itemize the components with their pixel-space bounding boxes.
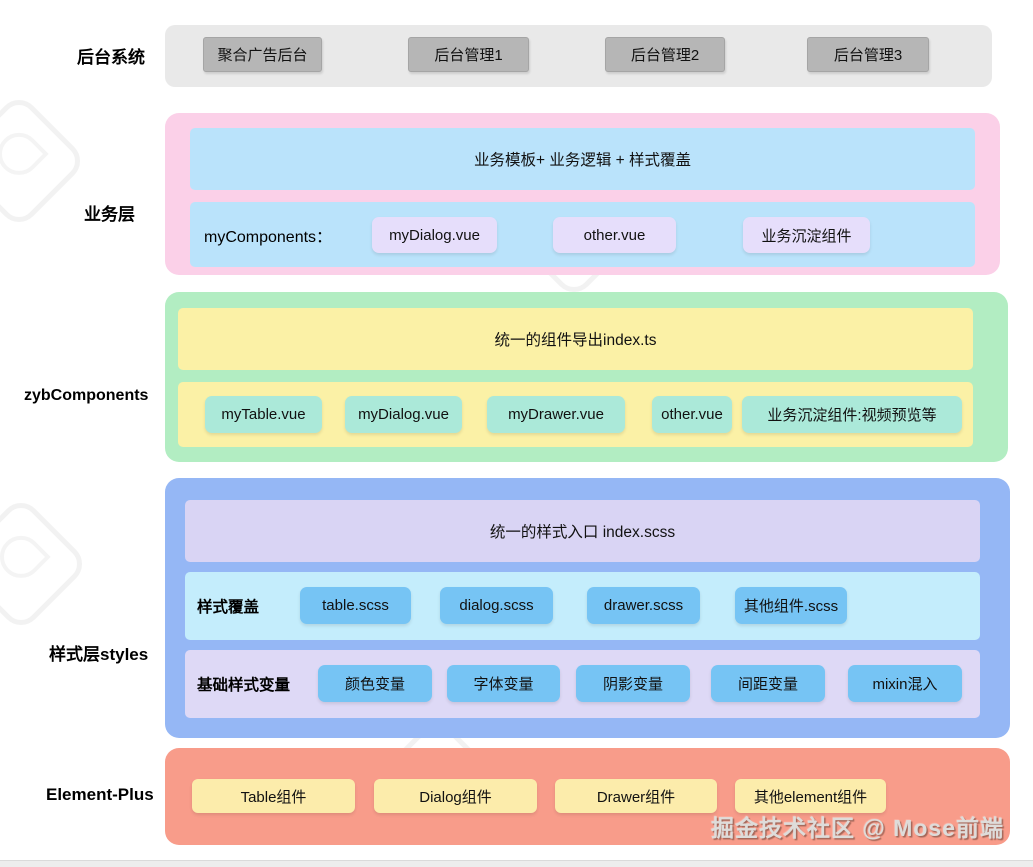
styles-variables-row: 基础样式变量 颜色变量 字体变量 阴影变量 间距变量 mixin混入 <box>185 650 980 718</box>
zyb-components-row: myTable.vue myDialog.vue myDrawer.vue ot… <box>178 382 973 447</box>
backend-container: 聚合广告后台 后台管理1 后台管理2 后台管理3 <box>165 25 992 87</box>
style-override-box: dialog.scss <box>440 587 553 624</box>
style-variable-box: mixin混入 <box>848 665 962 702</box>
business-component-box: other.vue <box>553 217 676 253</box>
backend-system-box: 聚合广告后台 <box>203 37 322 72</box>
business-template-row: 业务模板+ 业务逻辑 + 样式覆盖 <box>190 128 975 190</box>
style-override-label: 样式覆盖 <box>197 599 260 616</box>
business-container: 业务模板+ 业务逻辑 + 样式覆盖 myComponents： myDialog… <box>165 113 1000 275</box>
style-variable-box: 颜色变量 <box>318 665 432 702</box>
element-component-box: 其他element组件 <box>735 779 886 813</box>
site-watermark-text: 掘金技术社区 @ Mose前端 <box>711 815 1004 841</box>
styles-entry-row: 统一的样式入口 index.scss <box>185 500 980 562</box>
zyb-component-box: myDialog.vue <box>345 396 462 433</box>
backend-system-box: 后台管理2 <box>605 37 725 72</box>
element-component-box: Dialog组件 <box>374 779 537 813</box>
styles-container: 统一的样式入口 index.scss 样式覆盖 table.scss dialo… <box>165 478 1010 738</box>
style-variable-box: 间距变量 <box>711 665 825 702</box>
backend-system-box: 后台管理1 <box>408 37 529 72</box>
layer-label-business: 业务层 <box>84 205 135 224</box>
watermark-logo <box>0 494 91 634</box>
watermark-logo <box>0 91 89 231</box>
zyb-component-box: myDrawer.vue <box>487 396 625 433</box>
style-variable-box: 字体变量 <box>447 665 560 702</box>
layer-label-backend: 后台系统 <box>77 48 145 67</box>
styles-override-row: 样式覆盖 table.scss dialog.scss drawer.scss … <box>185 572 980 640</box>
base-style-variables-label: 基础样式变量 <box>197 677 291 694</box>
layer-label-element-plus: Element-Plus <box>46 785 154 804</box>
layer-label-zybcomponents: zybComponents <box>24 387 149 404</box>
business-components-row: myComponents： myDialog.vue other.vue 业务沉… <box>190 202 975 267</box>
style-override-box: 其他组件.scss <box>735 587 847 624</box>
layer-label-styles: 样式层styles <box>49 645 149 664</box>
zyb-index-row: 统一的组件导出index.ts <box>178 308 973 370</box>
backend-system-box: 后台管理3 <box>807 37 929 72</box>
business-component-box: myDialog.vue <box>372 217 497 253</box>
style-override-box: drawer.scss <box>587 587 700 624</box>
zyb-component-box: 业务沉淀组件:视频预览等 <box>742 396 962 433</box>
style-override-box: table.scss <box>300 587 411 624</box>
my-components-label: myComponents： <box>204 228 333 246</box>
zyb-component-box: other.vue <box>652 396 732 433</box>
bottom-edge-strip <box>0 860 1033 867</box>
element-component-box: Drawer组件 <box>555 779 717 813</box>
element-component-box: Table组件 <box>192 779 355 813</box>
business-component-box: 业务沉淀组件 <box>743 217 870 253</box>
element-plus-container: Table组件 Dialog组件 Drawer组件 其他element组件 掘金… <box>165 748 1010 845</box>
style-variable-box: 阴影变量 <box>576 665 690 702</box>
zybcomponents-container: 统一的组件导出index.ts myTable.vue myDialog.vue… <box>165 292 1008 462</box>
zyb-component-box: myTable.vue <box>205 396 322 433</box>
